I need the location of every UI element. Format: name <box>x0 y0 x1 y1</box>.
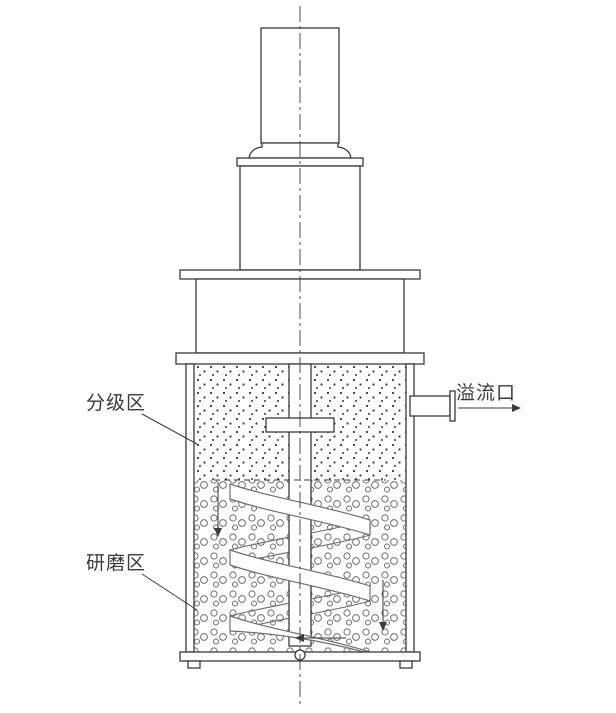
vessel-wall-left <box>185 363 195 653</box>
leader-grinding-zone <box>141 573 198 611</box>
flow-arrow-right-head <box>379 622 387 631</box>
overflow-pipe-body <box>409 395 451 417</box>
overflow-pipe <box>409 390 521 422</box>
vessel-foot-right <box>399 660 413 669</box>
overflow-pipe-flange <box>449 390 456 422</box>
flow-arrow-bottom-head <box>295 634 304 642</box>
vessel-foot-left <box>187 660 201 669</box>
label-grinding-zone: 研磨区 <box>86 552 146 574</box>
overflow-arrow-head <box>512 404 521 412</box>
screw-flight-1 <box>229 483 371 536</box>
annotations: 分级区 研磨区 溢流口 <box>86 382 516 611</box>
label-classification-zone: 分级区 <box>86 392 146 414</box>
flow-arrow-left-head <box>214 528 222 537</box>
leader-classification-zone <box>141 413 198 445</box>
label-overflow-outlet: 溢流口 <box>456 382 516 404</box>
